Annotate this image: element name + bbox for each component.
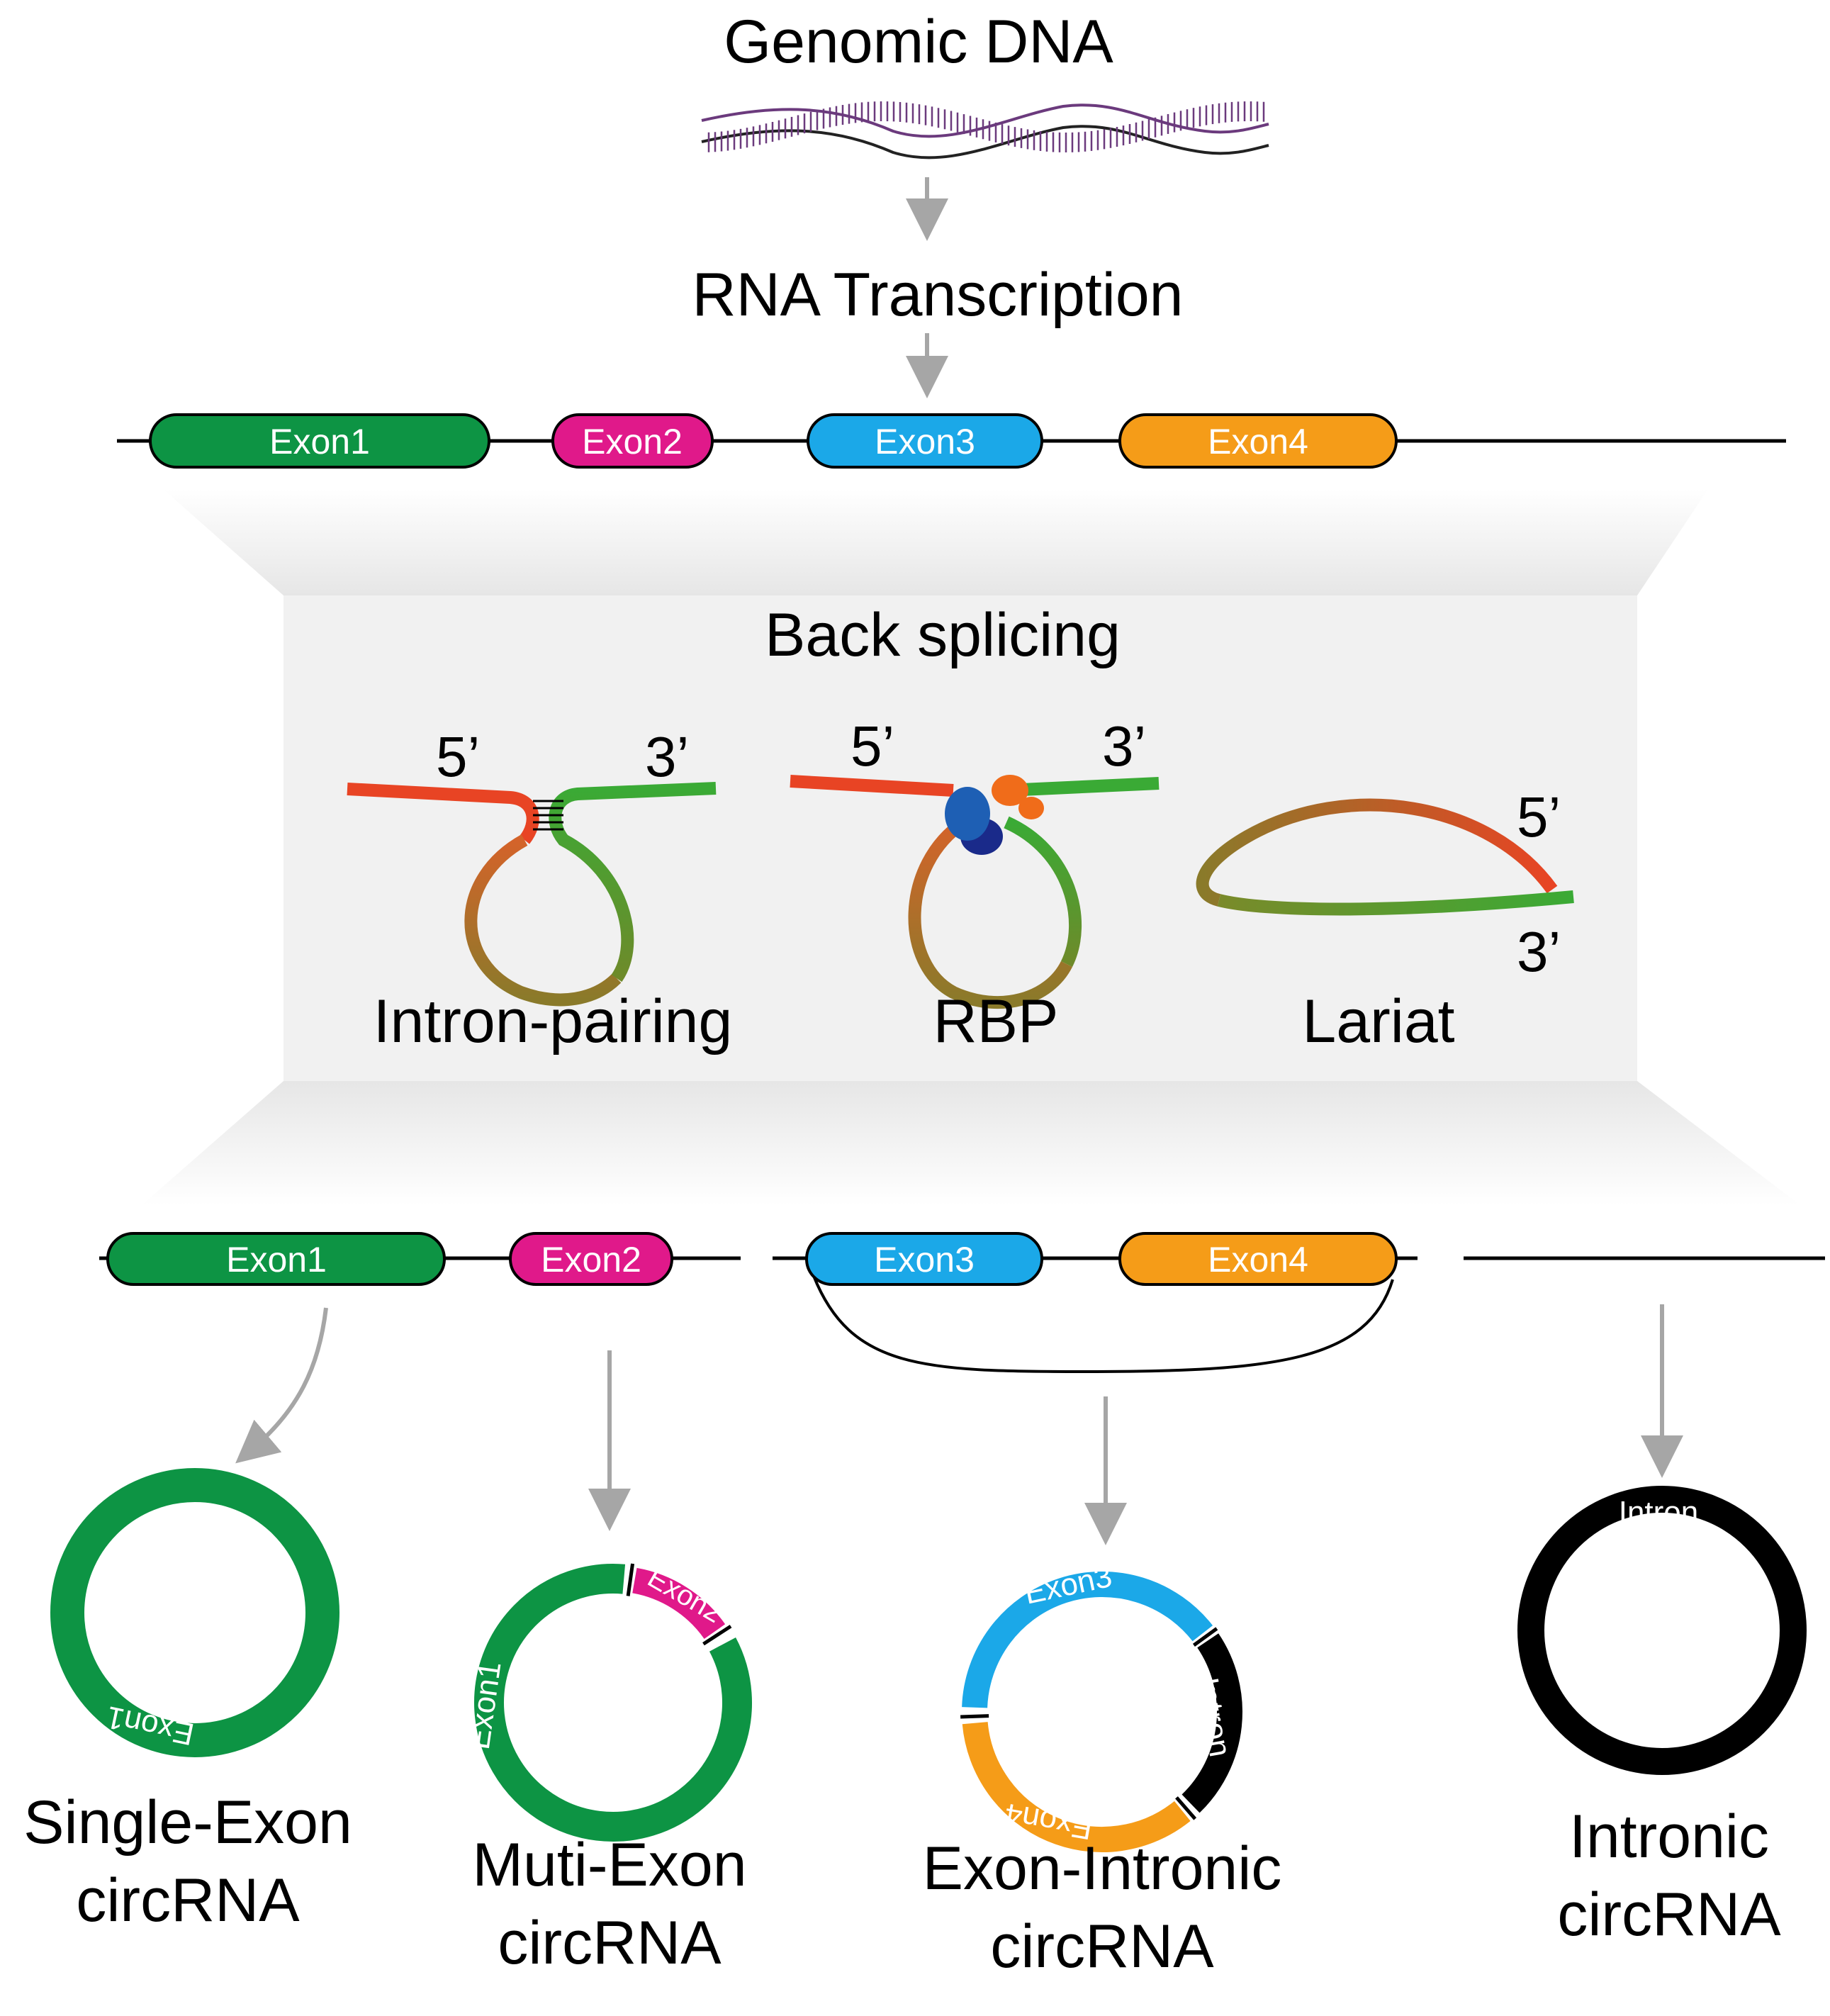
rbp-protein-blue-icon <box>945 787 990 841</box>
split-exon-box-2-label: Exon2 <box>541 1240 641 1279</box>
multi-exon-name-1: Muti-Exon <box>472 1831 746 1899</box>
exon-box-3-label: Exon3 <box>875 422 975 461</box>
split-exon-box-3-label: Exon3 <box>874 1240 975 1279</box>
exon-box-2-label: Exon2 <box>582 422 683 461</box>
rbp-protein-orange-small-icon <box>1018 797 1044 819</box>
single-exon-name-1: Single-Exon <box>23 1788 352 1857</box>
rbp-protein-orange-icon <box>992 775 1028 806</box>
intronic-name-2: circRNA <box>1557 1881 1781 1949</box>
intronic-circrna: Intron Intronic circRNA <box>1517 1486 1807 1949</box>
multi-exon-circrna: Exon1 Exon2 Muti-Exon circRNA <box>461 1562 752 1977</box>
split-exon-box-1: Exon1 <box>106 1232 446 1286</box>
panel-funnel-bottom <box>142 1081 1800 1205</box>
exon-box-4: Exon4 <box>1118 413 1398 469</box>
single-exon-circrna: Exon1 Single-Exon circRNA <box>23 1468 352 1934</box>
intronic-ring-label: Intron <box>1619 1495 1699 1530</box>
split-exon-box-1-label: Exon1 <box>226 1240 327 1279</box>
multi-exon-name-2: circRNA <box>498 1909 722 1977</box>
pre-mrna-gene: Exon1 Exon2 Exon3 Exon4 <box>117 413 1786 469</box>
multi-exon-ring-label-2: Exon2 <box>642 1562 727 1629</box>
dna-helix-icon <box>701 101 1269 159</box>
intron-pairing-mechanism: 5’ 3’ Intron-pairing <box>347 725 732 1055</box>
rbp-3prime: 3’ <box>1102 715 1146 778</box>
intronic-name-1: Intronic <box>1569 1803 1769 1871</box>
split-exon-box-3: Exon3 <box>805 1232 1043 1286</box>
rbp-mechanism: 5’ 3’ RBP <box>790 715 1160 1055</box>
spliced-gene: Exon1 Exon2 Exon3 Exon4 <box>99 1232 1825 1374</box>
intron-pairing-3prime: 3’ <box>645 725 689 788</box>
lariat-3prime: 3’ <box>1517 920 1561 983</box>
split-exon-box-4-label: Exon4 <box>1208 1240 1308 1279</box>
exon-box-2: Exon2 <box>551 413 714 469</box>
lariat-5prime: 5’ <box>1517 785 1561 849</box>
back-splicing-title: Back splicing <box>765 601 1121 669</box>
arrow-to-single-exon <box>235 1307 328 1464</box>
exon-intronic-name-2: circRNA <box>990 1913 1214 1981</box>
exon-box-1-label: Exon1 <box>269 422 370 461</box>
genomic-dna-title: Genomic DNA <box>724 8 1113 76</box>
rbp-5prime: 5’ <box>851 715 894 778</box>
lariat-label: Lariat <box>1302 987 1454 1055</box>
split-exon-box-2: Exon2 <box>509 1232 673 1286</box>
exon-intronic-ring-label-exon3: Exon3 <box>1021 1559 1115 1611</box>
panel-funnel-top <box>163 489 1708 595</box>
exon-intronic-name-1: Exon-Intronic <box>923 1835 1282 1903</box>
lariat-mechanism: 5’ 3’ Lariat <box>1196 785 1574 1055</box>
single-exon-ring-label: Exon1 <box>103 1699 197 1752</box>
intron-retention-arc <box>812 1275 1394 1374</box>
split-exon-box-4: Exon4 <box>1118 1232 1398 1286</box>
rbp-label: RBP <box>933 987 1059 1055</box>
single-exon-name-2: circRNA <box>76 1866 300 1934</box>
intron-pairing-label: Intron-pairing <box>374 987 733 1055</box>
exon-box-1: Exon1 <box>149 413 490 469</box>
exon-box-4-label: Exon4 <box>1208 422 1308 461</box>
exon-box-3: Exon3 <box>807 413 1043 469</box>
exon-intronic-circrna: Exon3 Intron Exon4 Exon-Intronic circRNA <box>923 1559 1282 1981</box>
rna-transcription-label: RNA Transcription <box>692 261 1183 329</box>
intron-pairing-5prime: 5’ <box>436 725 480 788</box>
